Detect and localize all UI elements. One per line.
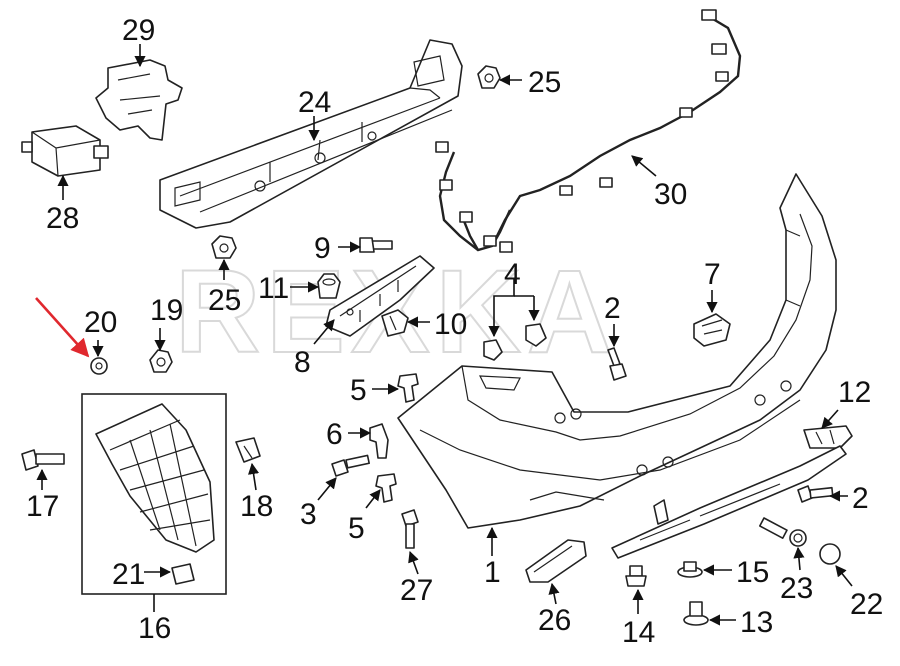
part-18-clip[interactable] — [235, 437, 261, 463]
part-19-nut[interactable] — [149, 349, 173, 373]
part-23-tow-eye[interactable] — [758, 517, 807, 547]
callout-3: 3 — [300, 498, 317, 531]
part-3-screw[interactable] — [331, 454, 370, 477]
part-30-wiring-harness[interactable] — [435, 9, 742, 253]
part-15-clip[interactable] — [677, 561, 703, 578]
callout-15: 15 — [736, 556, 769, 589]
callout-10: 10 — [434, 308, 467, 341]
part-2-bolt-lower[interactable] — [797, 485, 834, 503]
part-6-bracket[interactable] — [369, 423, 389, 459]
part-13-clip[interactable] — [683, 601, 709, 626]
part-11-nut[interactable] — [317, 273, 341, 299]
callout-29: 29 — [122, 14, 155, 47]
part-7-clip[interactable] — [693, 313, 731, 347]
part-21-clip[interactable] — [171, 563, 195, 585]
part-5-clip-upper[interactable] — [397, 373, 419, 403]
callout-4: 4 — [504, 258, 521, 291]
callout-13: 13 — [740, 606, 773, 639]
callout-19: 19 — [150, 294, 183, 327]
callout-26: 26 — [538, 604, 571, 637]
part-4-grommets[interactable] — [483, 323, 547, 361]
callout-28: 28 — [46, 202, 79, 235]
part-17-bolt[interactable] — [21, 449, 65, 471]
part-lower-support-strip[interactable] — [611, 445, 847, 559]
part-22-cap[interactable] — [819, 543, 841, 565]
callout-1: 1 — [484, 556, 501, 589]
part-14-stud[interactable] — [625, 565, 647, 587]
part-2-bolt-upper[interactable] — [607, 347, 627, 381]
part-25-nut-lower[interactable] — [211, 235, 237, 259]
callout-25-lower: 25 — [208, 284, 241, 317]
callout-8: 8 — [294, 346, 311, 379]
callout-2-upper: 2 — [604, 292, 621, 325]
callout-7: 7 — [704, 258, 721, 291]
callout-22: 22 — [850, 588, 883, 621]
callout-5-upper: 5 — [350, 374, 367, 407]
part-24-reinforcement-beam[interactable] — [159, 39, 463, 229]
part-26-reflector[interactable] — [525, 539, 587, 583]
callout-23: 23 — [780, 572, 813, 605]
callout-5-lower: 5 — [348, 512, 365, 545]
callout-21: 21 — [112, 558, 145, 591]
part-25-nut-upper[interactable] — [477, 65, 501, 89]
callout-6: 6 — [326, 418, 343, 451]
part-20-washer[interactable] — [90, 357, 108, 375]
part-1-bumper-cover[interactable] — [397, 173, 837, 529]
callout-17: 17 — [26, 490, 59, 523]
part-10-clip[interactable] — [381, 309, 409, 337]
part-28-module[interactable] — [21, 125, 109, 177]
callout-labels: 29 28 24 25 25 30 9 11 10 8 4 7 2 12 5 6… — [26, 14, 883, 649]
callout-27: 27 — [400, 574, 433, 607]
callout-12: 12 — [838, 376, 871, 409]
callout-2-lower: 2 — [852, 482, 869, 515]
leader-lines — [36, 44, 853, 626]
part-16-box[interactable] — [81, 393, 227, 595]
callout-20: 20 — [84, 306, 117, 339]
callout-25-upper: 25 — [528, 66, 561, 99]
callout-16: 16 — [138, 612, 171, 645]
highlight-arrow — [35, 297, 90, 358]
part-29-bracket[interactable] — [95, 59, 183, 141]
callout-9: 9 — [314, 232, 331, 265]
part-27-bolt[interactable] — [401, 509, 419, 549]
part-12-bracket[interactable] — [803, 425, 853, 449]
callout-14: 14 — [622, 616, 655, 649]
callout-24: 24 — [298, 86, 331, 119]
callout-11: 11 — [258, 272, 289, 305]
callout-30: 30 — [654, 178, 687, 211]
callout-18: 18 — [240, 490, 273, 523]
part-5-clip-lower[interactable] — [375, 473, 397, 503]
